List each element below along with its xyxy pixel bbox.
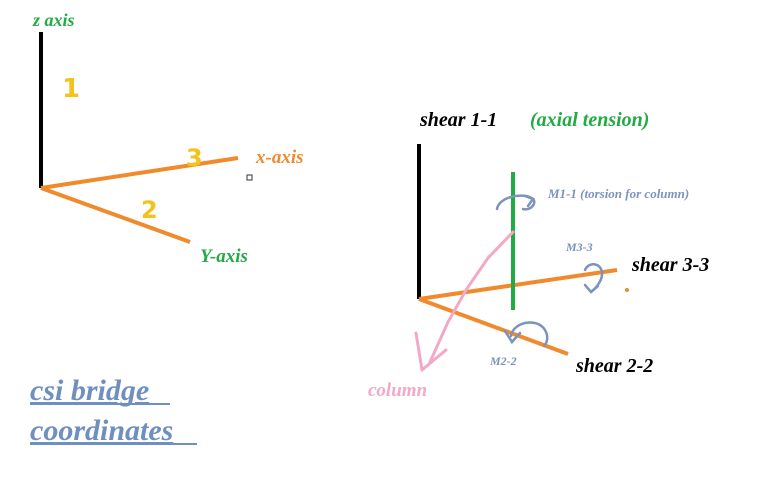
axial-tension-label: (axial tension) bbox=[530, 109, 649, 131]
moment-m11-label: M1-1 (torsion for column) bbox=[547, 186, 689, 201]
caption-line-1: csi bridge bbox=[30, 374, 149, 407]
moment-m33-arrowhead bbox=[583, 283, 600, 294]
shear-11-label: shear 1-1 bbox=[419, 109, 497, 131]
axis-number-2: 2 bbox=[141, 196, 158, 224]
right-forces-diagram: shear 1-1 (axial tension) M1-1 (torsion … bbox=[368, 109, 709, 401]
shear-22-label: shear 2-2 bbox=[575, 355, 653, 377]
left-x-axis-label: x-axis bbox=[255, 147, 304, 168]
right-y-axis-line bbox=[418, 297, 569, 356]
left-y-axis-line bbox=[40, 186, 191, 244]
caption-line-2: coordinates bbox=[30, 414, 173, 447]
moment-m22-arrow-icon bbox=[509, 321, 549, 348]
moment-m22-arrowhead bbox=[503, 329, 522, 345]
column-arrow-head bbox=[414, 331, 448, 372]
axis-number-3: 3 bbox=[186, 144, 203, 172]
column-label: column bbox=[368, 380, 427, 401]
moment-m33-label: M3-3 bbox=[565, 240, 593, 254]
left-axes-diagram: z axis x-axis Y-axis 1 3 2 bbox=[32, 10, 304, 267]
left-z-axis-label: z axis bbox=[32, 10, 75, 30]
left-x-axis-line bbox=[40, 156, 239, 190]
moment-m22-label: M2-2 bbox=[489, 354, 517, 368]
column-arrow-shaft bbox=[428, 230, 515, 364]
shear-33-label: shear 3-3 bbox=[631, 254, 709, 276]
diagram-caption: csi bridge coordinates bbox=[30, 374, 197, 447]
axis-number-1: 1 bbox=[62, 74, 80, 104]
moment-m11-arrowhead bbox=[523, 194, 535, 208]
left-y-axis-label: Y-axis bbox=[200, 246, 248, 267]
small-marker-square bbox=[246, 174, 253, 181]
right-x-axis-line bbox=[418, 268, 618, 301]
orange-dot bbox=[625, 288, 629, 292]
